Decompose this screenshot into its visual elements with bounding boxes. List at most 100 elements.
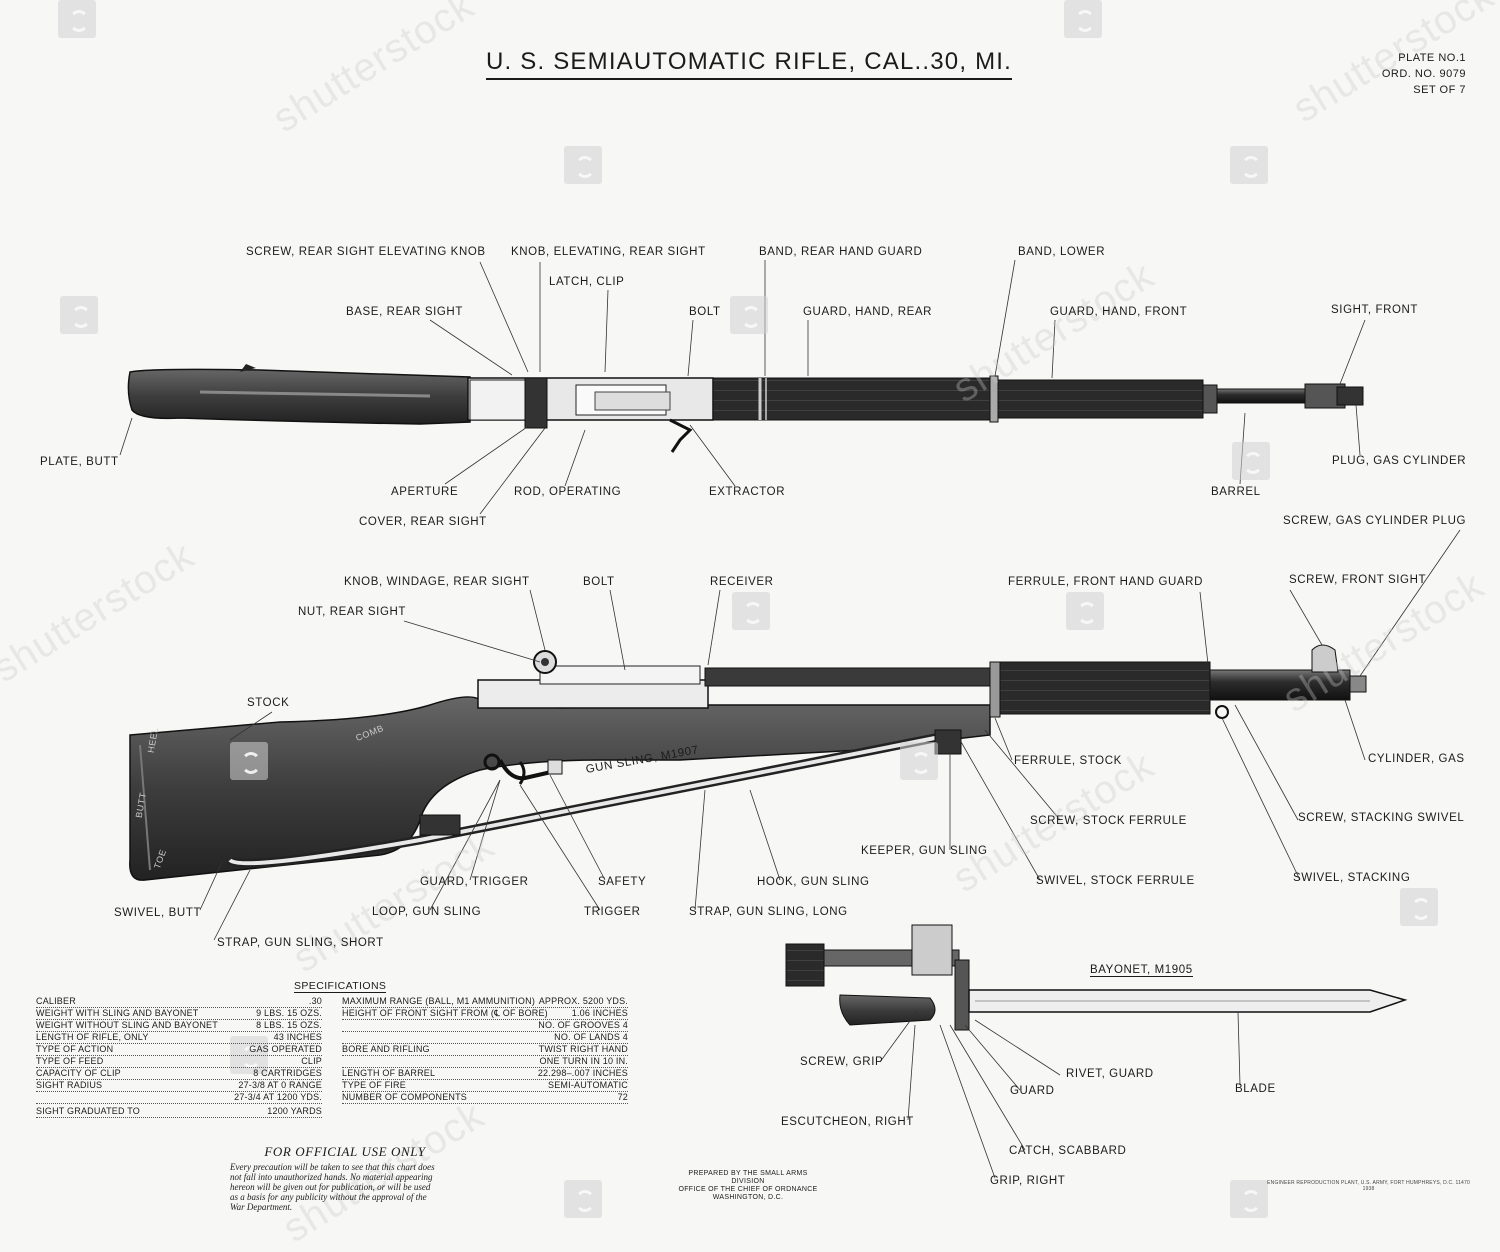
side-trigger — [518, 761, 526, 785]
top-stock — [127, 368, 471, 425]
label-screw-front-sight: SCREW, FRONT SIGHT — [1289, 574, 1427, 586]
label-receiver: RECEIVER — [710, 576, 774, 588]
spec-value: GAS OPERATED — [249, 1044, 322, 1054]
specifications-title: SPECIFICATIONS — [294, 980, 387, 993]
spec-label: WEIGHT WITH SLING AND BAYONET — [36, 1008, 199, 1018]
spec-label: LENGTH OF RIFLE, ONLY — [36, 1032, 149, 1042]
spec-row: NO. OF GROOVES 4 — [342, 1020, 628, 1032]
top-lower-band — [989, 375, 999, 423]
side-trigger-guard — [498, 759, 561, 781]
bayonet-sight-block — [911, 924, 953, 976]
spec-value: 43 INCHES — [273, 1032, 322, 1042]
official-text: Every precaution will be taken to see th… — [230, 1162, 435, 1212]
watermark-icon — [730, 296, 768, 334]
watermark-icon — [230, 742, 268, 780]
label-hook-gun-sling: HOOK, GUN SLING — [757, 876, 870, 888]
label-bayonet-m1905: BAYONET, M1905 — [1090, 964, 1193, 977]
specs-right-column: MAXIMUM RANGE (BALL, M1 AMMUNITION)APPRO… — [342, 996, 628, 1104]
spec-value: APPROX. 5200 YDS. — [538, 996, 628, 1006]
watermark-icon — [564, 146, 602, 184]
label-trigger: TRIGGER — [584, 906, 641, 918]
label-bolt-side: BOLT — [583, 576, 615, 588]
bayonet-pommel — [785, 943, 825, 987]
watermark-icon — [1064, 0, 1102, 38]
watermark-icon — [900, 742, 938, 780]
label-base-rear-sight: BASE, REAR SIGHT — [346, 306, 463, 318]
watermark-icon — [564, 1180, 602, 1218]
plate-number: PLATE NO.1 — [1398, 52, 1466, 64]
top-front-handguard — [992, 379, 1204, 419]
top-op-rod-slot — [594, 391, 671, 411]
spec-value: CLIP — [301, 1056, 322, 1066]
label-sight-front: SIGHT, FRONT — [1331, 304, 1419, 316]
bayonet-grip — [839, 994, 936, 1026]
spec-label: LENGTH OF BARREL — [342, 1068, 436, 1078]
top-rear-sight-base — [469, 379, 529, 421]
rifle-top-view — [127, 364, 1364, 453]
ord-number: ORD. NO. 9079 — [1381, 68, 1466, 80]
label-swivel-butt: SWIVEL, BUTT — [114, 907, 202, 919]
label-plate-butt: PLATE, BUTT — [40, 456, 119, 468]
label-latch-clip: LATCH, CLIP — [549, 276, 625, 288]
spec-value: 22.298–.007 INCHES — [537, 1068, 628, 1078]
spec-row: NO. OF LANDS 4 — [342, 1032, 628, 1044]
label-knob-windage-rear-sight: KNOB, WINDAGE, REAR SIGHT — [344, 576, 530, 588]
spec-label: NUMBER OF COMPONENTS — [342, 1092, 468, 1102]
label-barrel: BARREL — [1211, 486, 1261, 498]
side-receiver — [477, 679, 709, 709]
spec-row: HEIGHT OF FRONT SIGHT FROM (℄ OF BORE)1.… — [342, 1008, 628, 1020]
spec-label: CALIBER — [36, 996, 76, 1006]
set-of: SET OF 7 — [1413, 84, 1466, 96]
watermark-icon — [1066, 592, 1104, 630]
label-guard-hand-front: GUARD, HAND, FRONT — [1050, 306, 1188, 318]
label-extractor: EXTRACTOR — [709, 486, 786, 498]
side-upper-handguard — [704, 667, 1001, 687]
label-strap-gun-sling-short: STRAP, GUN SLING, SHORT — [217, 937, 384, 949]
diagram-canvas — [119, 259, 1461, 1179]
spec-value: 27-3/8 AT 0 RANGE — [238, 1080, 322, 1090]
label-screw-grip: SCREW, GRIP — [800, 1056, 884, 1068]
plant-year: 1938 — [1362, 1186, 1375, 1192]
spec-label: SIGHT GRADUATED TO — [36, 1106, 140, 1116]
prepared-by: PREPARED BY THE SMALL ARMS DIVISION OFFI… — [678, 1170, 818, 1202]
side-bolt — [539, 665, 701, 685]
rifle-side-view — [129, 644, 1367, 881]
spec-label: WEIGHT WITHOUT SLING AND BAYONET — [36, 1020, 218, 1030]
spec-value: 1.06 INCHES — [571, 1008, 628, 1018]
official-use-notice: FOR OFFICIAL USE ONLY Every precaution w… — [230, 1144, 440, 1212]
spec-value: 8 CARTRIDGES — [253, 1068, 322, 1078]
plant-line: ENGINEER REPRODUCTION PLANT, U.S. ARMY, … — [1267, 1180, 1470, 1186]
label-rod-operating: ROD, OPERATING — [514, 486, 622, 498]
side-gas-cylinder — [1209, 669, 1351, 701]
spec-row: TYPE OF FEED CLIP — [36, 1056, 322, 1068]
top-stock-groove — [199, 390, 431, 398]
watermark-icon — [1232, 442, 1270, 480]
top-trigger-guard — [669, 418, 693, 453]
label-guard: GUARD — [1010, 1085, 1055, 1097]
spec-label: TYPE OF FEED — [36, 1056, 104, 1066]
spec-row: LENGTH OF BARREL 22.298–.007 INCHES — [342, 1068, 628, 1080]
watermark-icon — [1230, 146, 1268, 184]
prepared-line-3: WASHINGTON, D.C. — [712, 1194, 784, 1201]
label-cover-rear-sight: COVER, REAR SIGHT — [359, 516, 487, 528]
side-front-sight — [1311, 644, 1339, 673]
spec-value: 8 LBS. 15 OZS. — [256, 1020, 322, 1030]
spec-label: MAXIMUM RANGE (BALL, M1 AMMUNITION) — [342, 996, 536, 1006]
label-screw-stock-ferrule: SCREW, STOCK FERRULE — [1030, 815, 1187, 827]
label-swivel-stacking: SWIVEL, STACKING — [1293, 872, 1411, 884]
spec-row: WEIGHT WITHOUT SLING AND BAYONET 8 LBS. 1… — [36, 1020, 322, 1032]
label-stock: STOCK — [247, 697, 290, 709]
spec-value: SEMI-AUTOMATIC — [548, 1080, 628, 1090]
spec-label: TYPE OF FIRE — [342, 1080, 406, 1090]
label-catch-scabbard: CATCH, SCABBARD — [1009, 1145, 1127, 1157]
side-front-handguard — [997, 661, 1211, 715]
side-stock — [129, 696, 991, 881]
label-ferrule-stock: FERRULE, STOCK — [1014, 755, 1122, 767]
top-rear-sight — [524, 377, 548, 429]
spec-label: SIGHT RADIUS — [36, 1080, 103, 1090]
